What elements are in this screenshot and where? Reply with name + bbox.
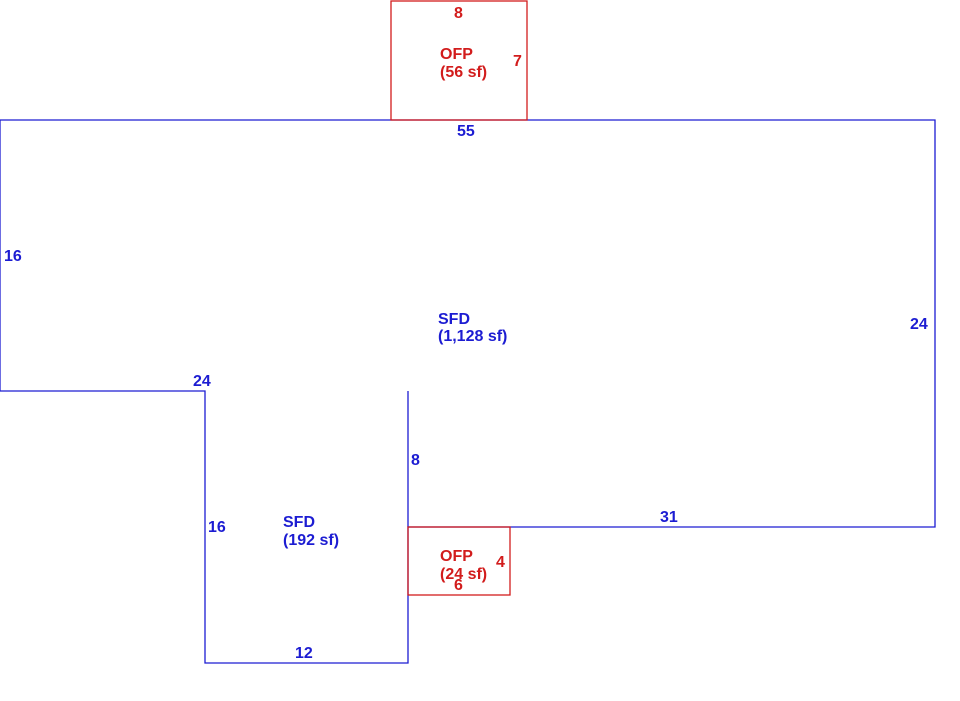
main-bottom-right-dimension: 31	[660, 509, 678, 526]
wing-area-label: (192 sf)	[283, 532, 339, 549]
wing-code-label: SFD	[283, 514, 315, 531]
main-house-area-label: (1,128 sf)	[438, 328, 507, 345]
main-right-dimension: 24	[910, 316, 928, 333]
side-porch-bottom-dimension: 6	[454, 577, 463, 594]
wing-left-dimension: 16	[208, 519, 226, 536]
wing-right-dimension: 8	[411, 452, 420, 469]
side-porch-code-label: OFP	[440, 548, 473, 565]
side-porch-area-label: (24 sf)	[440, 566, 487, 583]
main-bottom-left-dimension: 24	[193, 373, 211, 390]
front-porch-code-label: OFP	[440, 46, 473, 63]
front-porch-area-label: (56 sf)	[440, 64, 487, 81]
side-porch-right-dimension: 4	[496, 554, 505, 571]
living-area-outline	[0, 119, 936, 664]
main-left-dimension: 16	[4, 248, 22, 265]
front-porch-outline	[390, 0, 528, 121]
side-porch-outline	[407, 526, 511, 596]
front-porch-top-dimension: 8	[454, 5, 463, 22]
main-house-code-label: SFD	[438, 311, 470, 328]
wing-bottom-dimension: 12	[295, 645, 313, 662]
front-porch-right-dimension: 7	[513, 53, 522, 70]
main-top-dimension: 55	[457, 123, 475, 140]
